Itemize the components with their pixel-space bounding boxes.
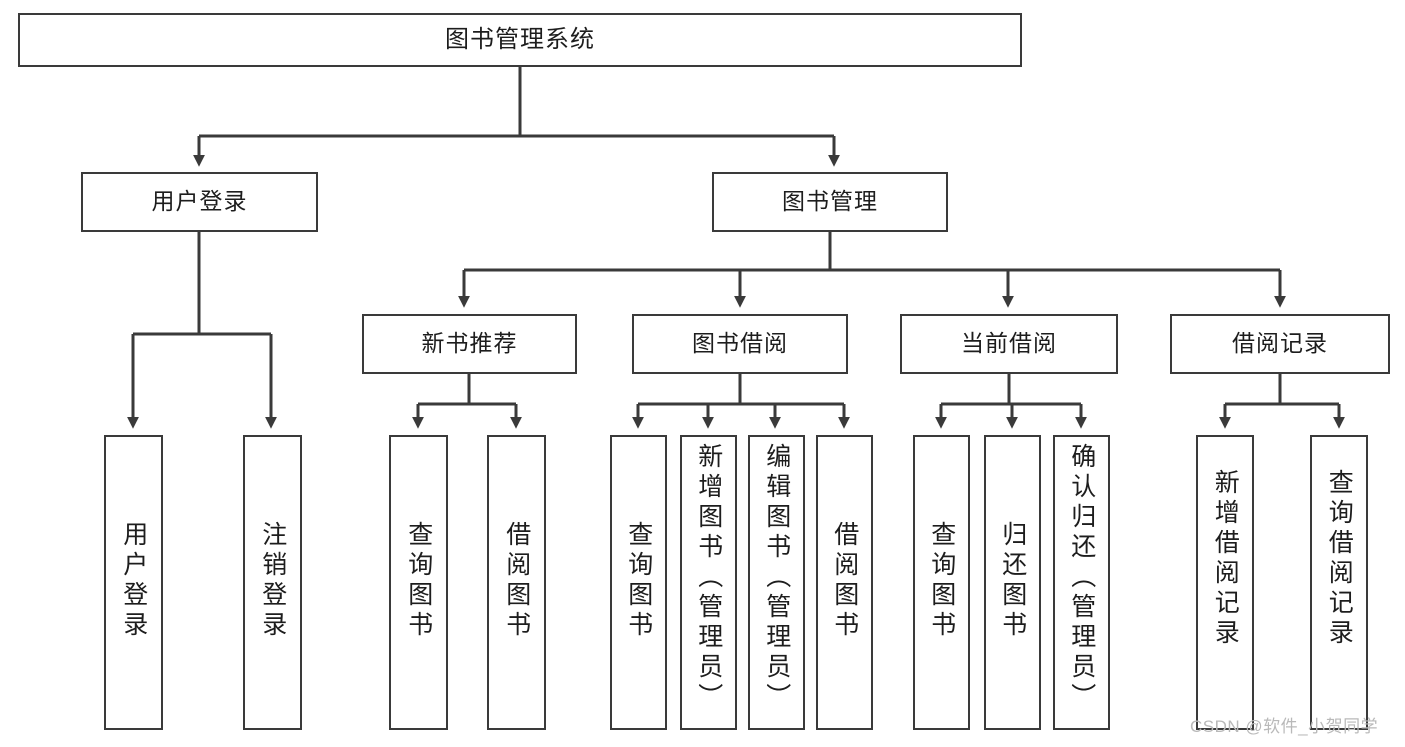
node-book-management-label: 图书管理 <box>782 188 878 215</box>
leaf-logout-label: 注销登录 <box>258 521 287 641</box>
leaf-borrow-book-recommend-label: 借阅图书 <box>502 521 531 641</box>
leaf-return-book-label: 归还图书 <box>998 521 1027 641</box>
leaf-edit-book-admin[interactable]: 编辑图书（管理员） <box>748 435 805 730</box>
leaf-user-login-label: 用户登录 <box>119 521 148 641</box>
node-new-book-recommend-label: 新书推荐 <box>421 330 518 357</box>
leaf-edit-book-admin-label: 编辑图书（管理员） <box>762 443 791 713</box>
leaf-query-borrow-record[interactable]: 查询借阅记录 <box>1310 435 1368 730</box>
leaf-borrow-book-borrow-label: 借阅图书 <box>830 521 859 641</box>
leaf-query-book-borrow-label: 查询图书 <box>624 521 653 641</box>
node-user-login[interactable]: 用户登录 <box>81 172 318 232</box>
leaf-logout[interactable]: 注销登录 <box>243 435 302 730</box>
leaf-add-borrow-record[interactable]: 新增借阅记录 <box>1196 435 1254 730</box>
node-current-borrow[interactable]: 当前借阅 <box>900 314 1118 374</box>
leaf-query-book-current[interactable]: 查询图书 <box>913 435 970 730</box>
node-borrow-record-label: 借阅记录 <box>1232 330 1328 357</box>
leaf-borrow-book-recommend[interactable]: 借阅图书 <box>487 435 546 730</box>
leaf-add-borrow-record-label: 新增借阅记录 <box>1211 469 1240 649</box>
leaf-user-login[interactable]: 用户登录 <box>104 435 163 730</box>
node-root-label: 图书管理系统 <box>445 25 595 53</box>
node-root[interactable]: 图书管理系统 <box>18 13 1022 67</box>
leaf-add-book-admin[interactable]: 新增图书（管理员） <box>680 435 737 730</box>
leaf-query-book-current-label: 查询图书 <box>927 521 956 641</box>
node-book-borrow[interactable]: 图书借阅 <box>632 314 848 374</box>
leaf-return-book[interactable]: 归还图书 <box>984 435 1041 730</box>
node-book-management[interactable]: 图书管理 <box>712 172 948 232</box>
node-user-login-label: 用户登录 <box>151 188 248 215</box>
node-new-book-recommend[interactable]: 新书推荐 <box>362 314 577 374</box>
leaf-query-book-recommend[interactable]: 查询图书 <box>389 435 448 730</box>
leaf-borrow-book-borrow[interactable]: 借阅图书 <box>816 435 873 730</box>
node-book-borrow-label: 图书借阅 <box>692 330 788 357</box>
watermark: CSDN @软件_小贺同学 <box>1190 717 1379 736</box>
leaf-confirm-return-admin[interactable]: 确认归还（管理员） <box>1053 435 1110 730</box>
leaf-query-book-borrow[interactable]: 查询图书 <box>610 435 667 730</box>
leaf-add-book-admin-label: 新增图书（管理员） <box>694 443 723 713</box>
leaf-query-borrow-record-label: 查询借阅记录 <box>1325 469 1354 649</box>
leaf-query-book-recommend-label: 查询图书 <box>404 521 433 641</box>
node-borrow-record[interactable]: 借阅记录 <box>1170 314 1390 374</box>
leaf-confirm-return-admin-label: 确认归还（管理员） <box>1067 443 1096 713</box>
node-current-borrow-label: 当前借阅 <box>961 330 1057 357</box>
